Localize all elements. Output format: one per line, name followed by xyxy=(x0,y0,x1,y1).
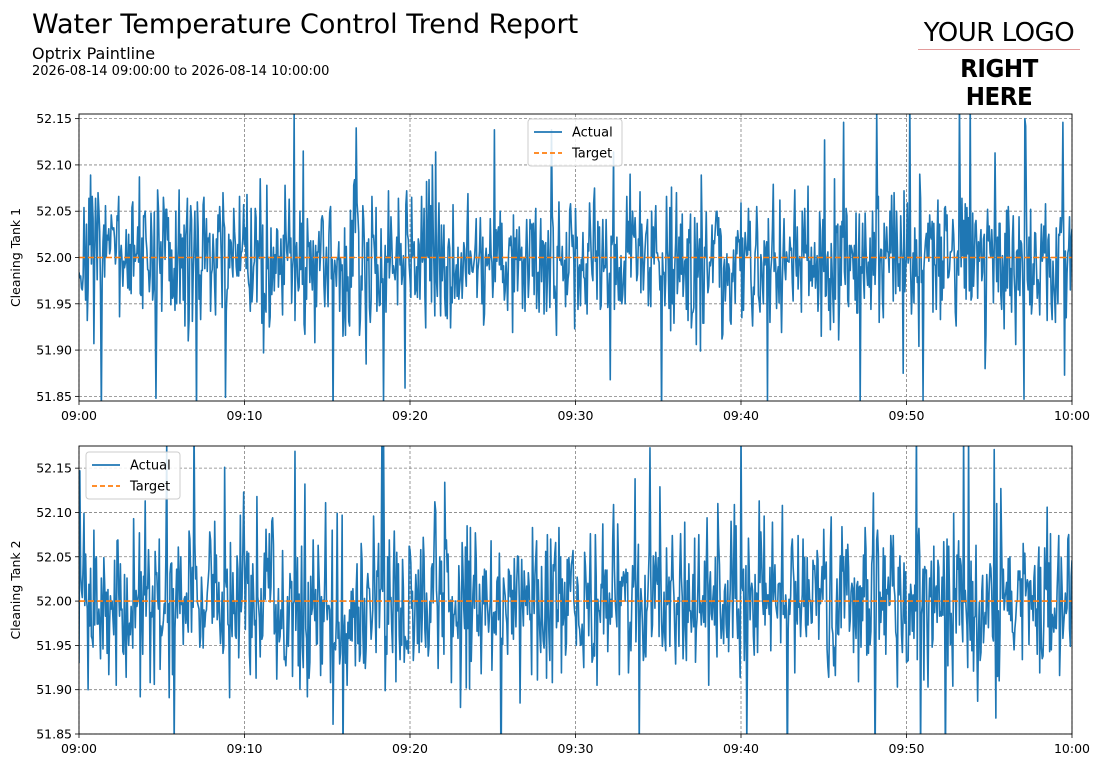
x-tick-label: 09:10 xyxy=(226,741,262,756)
y-tick-label: 52.15 xyxy=(36,461,72,476)
x-tick-label: 10:00 xyxy=(1054,408,1090,423)
legend-label-actual: Actual xyxy=(130,459,171,474)
y-axis-label: Cleaning Tank 1 xyxy=(8,208,23,307)
x-tick-label: 09:00 xyxy=(61,408,97,423)
y-tick-label: 51.95 xyxy=(36,638,72,653)
logo-divider xyxy=(918,49,1080,50)
plot-frame xyxy=(78,113,1073,402)
y-tick-label: 52.00 xyxy=(36,594,72,609)
report-title: Water Temperature Control Trend Report xyxy=(32,9,579,40)
series-actual-line xyxy=(79,446,1072,734)
y-tick-label: 52.10 xyxy=(36,157,72,172)
y-tick-label: 51.95 xyxy=(36,296,72,311)
x-tick-label: 09:30 xyxy=(557,408,593,423)
chart-panel-2: 51.85 51.90 51.95 52.00 52.05 52.10 52.15 09:00… xyxy=(8,445,1090,756)
x-tick-label: 09:50 xyxy=(888,408,924,423)
y-tick-label: 52.00 xyxy=(36,250,72,265)
x-tick-label: 09:10 xyxy=(226,408,262,423)
legend-box xyxy=(527,118,623,167)
legend-box xyxy=(85,451,181,500)
y-tick-label: 51.90 xyxy=(36,343,72,358)
legend-label-actual: Actual xyxy=(572,126,613,141)
plot-frame xyxy=(78,445,1073,735)
logo-line-1: YOUR LOGO xyxy=(923,18,1075,48)
y-axis-label: Cleaning Tank 2 xyxy=(8,540,23,639)
x-tick-label: 09:40 xyxy=(723,408,759,423)
y-tick-label: 51.90 xyxy=(36,682,72,697)
legend-label-target: Target xyxy=(571,147,612,162)
x-tick-label: 09:40 xyxy=(723,741,759,756)
y-tick-label: 51.85 xyxy=(36,389,72,404)
report-date-range: 2026-08-14 09:00:00 to 2026-08-14 10:00:… xyxy=(32,64,330,79)
report-subtitle: Optrix Paintline xyxy=(32,44,156,63)
x-tick-label: 10:00 xyxy=(1054,741,1090,756)
x-tick-label: 09:00 xyxy=(61,741,97,756)
chart-panel-1: 51.85 51.90 51.95 52.00 52.05 52.10 52.15 09:00… xyxy=(8,111,1090,423)
x-tick-label: 09:50 xyxy=(888,741,924,756)
x-tick-label: 09:30 xyxy=(557,741,593,756)
series-actual-line xyxy=(79,114,1072,401)
logo-line-2: RIGHT HERE xyxy=(960,54,1038,111)
legend-label-target: Target xyxy=(129,480,170,495)
x-tick-label: 09:20 xyxy=(392,741,428,756)
y-tick-label: 52.10 xyxy=(36,505,72,520)
logo-placeholder: YOUR LOGO RIGHT HERE xyxy=(918,18,1080,111)
y-tick-label: 52.15 xyxy=(36,111,72,126)
y-tick-label: 52.05 xyxy=(36,204,72,219)
x-tick-label: 09:20 xyxy=(392,408,428,423)
y-tick-label: 52.05 xyxy=(36,549,72,564)
report-header: Water Temperature Control Trend Report O… xyxy=(32,8,578,80)
y-tick-label: 51.85 xyxy=(36,727,72,742)
